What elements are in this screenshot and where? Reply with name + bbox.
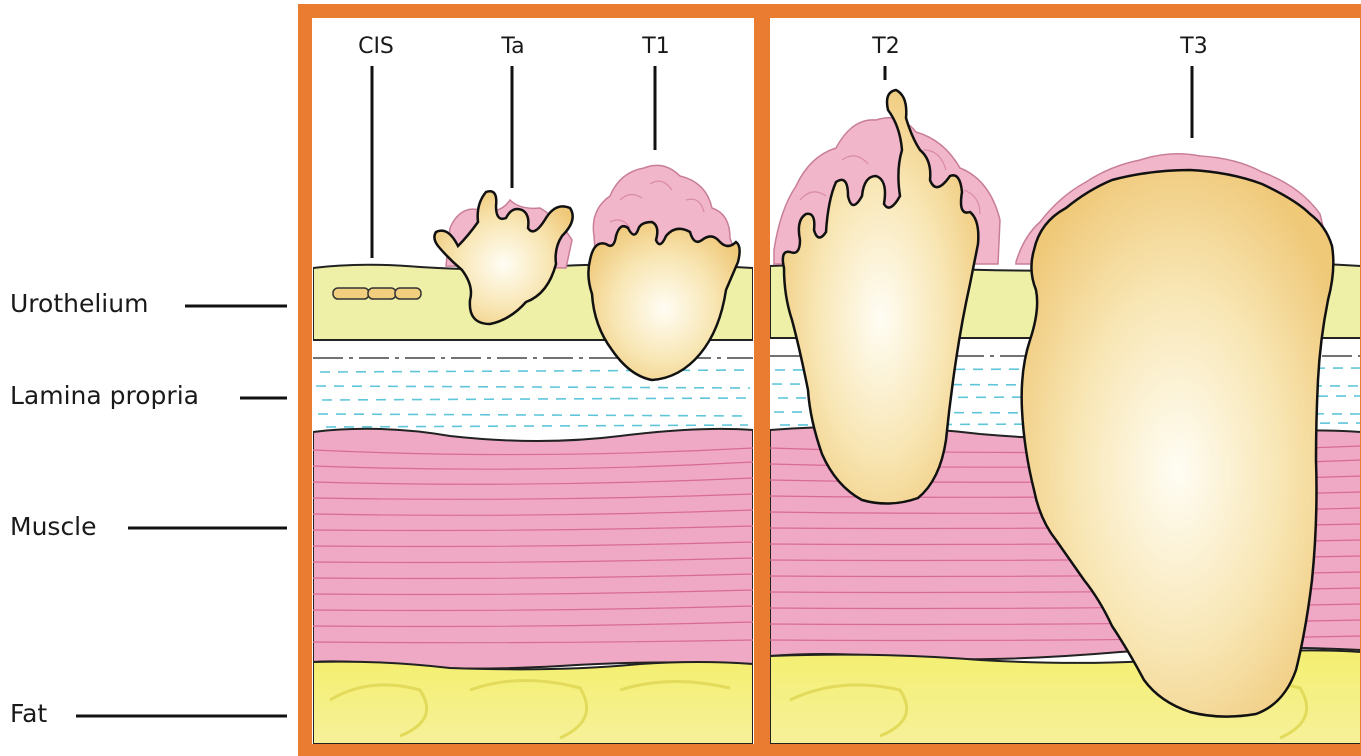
layer-label-lamina-propria: Lamina propria bbox=[10, 381, 199, 410]
t1-tumor bbox=[588, 165, 739, 380]
stage-label-cis: CIS bbox=[358, 34, 394, 59]
layer-label-urothelium: Urothelium bbox=[10, 289, 148, 318]
layer-labels: Urothelium Lamina propria Muscle Fat bbox=[10, 289, 287, 728]
fat-layer bbox=[313, 662, 753, 744]
stage-label-t1: T1 bbox=[641, 34, 669, 59]
stage-label-t2: T2 bbox=[871, 34, 899, 59]
cis-lesion bbox=[333, 288, 421, 299]
layer-label-fat: Fat bbox=[10, 699, 47, 728]
layer-label-muscle: Muscle bbox=[10, 512, 97, 541]
right-panel bbox=[770, 90, 1361, 744]
stage-label-t3: T3 bbox=[1179, 34, 1207, 59]
left-panel bbox=[313, 165, 753, 744]
stage-label-ta: Ta bbox=[500, 34, 524, 59]
